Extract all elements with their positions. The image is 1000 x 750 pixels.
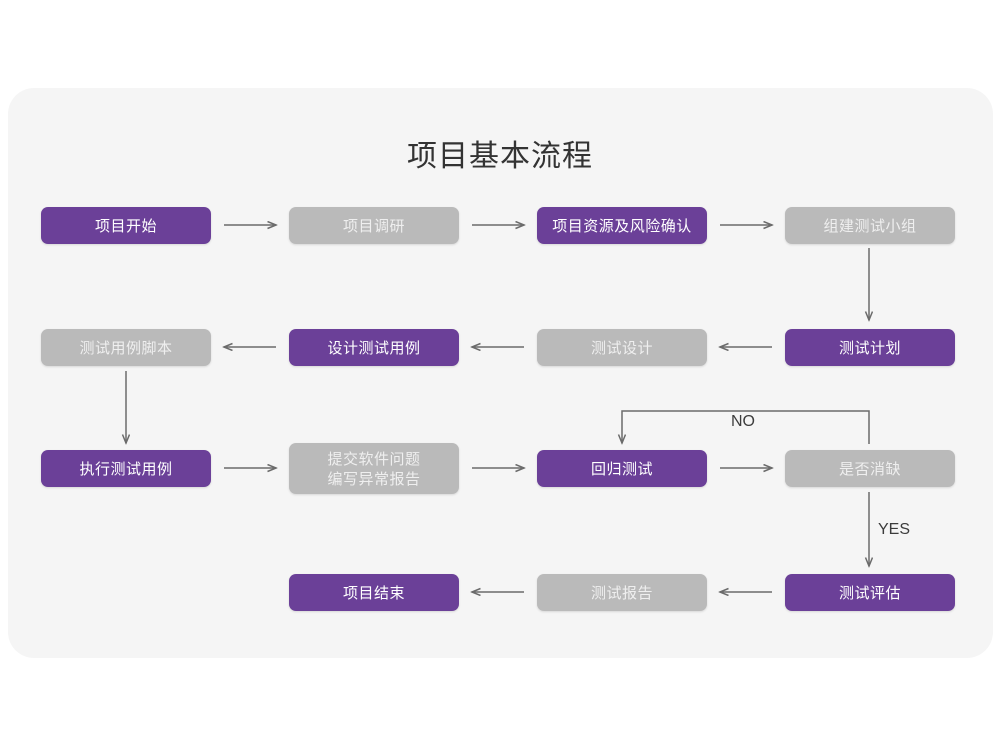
node-test-case-script[interactable]: 测试用例脚本 [41, 329, 211, 366]
diagram-card [8, 88, 993, 658]
node-defects-resolved[interactable]: 是否消缺 [785, 450, 955, 487]
node-project-research[interactable]: 项目调研 [289, 207, 459, 244]
node-project-end[interactable]: 项目结束 [289, 574, 459, 611]
edge-label-no: NO [731, 413, 755, 430]
node-execute-test-case[interactable]: 执行测试用例 [41, 450, 211, 487]
node-test-report[interactable]: 测试报告 [537, 574, 707, 611]
node-test-design[interactable]: 测试设计 [537, 329, 707, 366]
node-regression-test[interactable]: 回归测试 [537, 450, 707, 487]
edge-label-yes: YES [878, 521, 911, 538]
node-form-test-team[interactable]: 组建测试小组 [785, 207, 955, 244]
node-test-evaluation[interactable]: 测试评估 [785, 574, 955, 611]
node-design-test-case[interactable]: 设计测试用例 [289, 329, 459, 366]
node-test-plan[interactable]: 测试计划 [785, 329, 955, 366]
page-title: 项目基本流程 [407, 139, 593, 174]
node-submit-defect-report[interactable]: 提交软件问题 编写异常报告 [289, 443, 459, 494]
node-project-start[interactable]: 项目开始 [41, 207, 211, 244]
node-resource-risk-confirm[interactable]: 项目资源及风险确认 [537, 207, 707, 244]
